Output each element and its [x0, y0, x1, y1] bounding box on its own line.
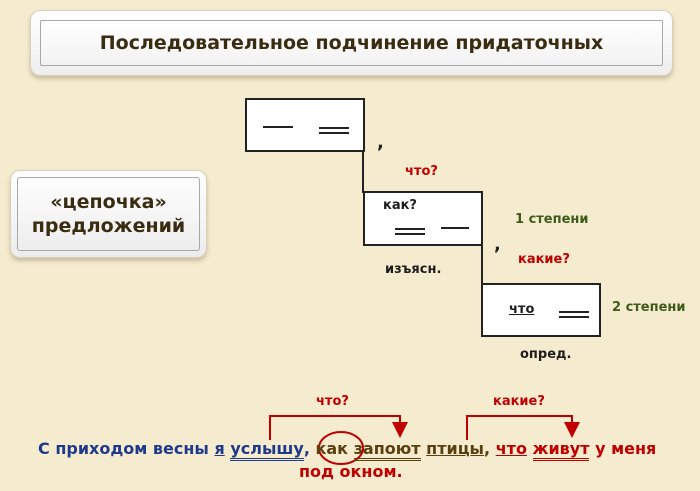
sentence-question-what: что?: [316, 394, 349, 409]
comma-2: ,: [494, 234, 501, 255]
chain-label-box: «цепочка» предложений: [10, 170, 207, 258]
conjunction-chto: что: [509, 302, 535, 317]
question-which: какие?: [518, 252, 570, 267]
main-clause-box: [245, 98, 365, 152]
word-zhivut: живут: [532, 439, 590, 461]
word-chto: что: [495, 439, 527, 458]
arc-which: [466, 415, 580, 440]
conjunction-circle: [318, 431, 364, 465]
arc-what: [269, 415, 408, 440]
subject-predicate-marks: [263, 126, 349, 134]
clause3-marks: [559, 311, 589, 318]
word-kak: как: [315, 439, 349, 458]
degree-2-label: 2 степени: [612, 300, 686, 315]
chain-label-line2: предложений: [31, 215, 186, 237]
title-banner: Последовательное подчинение придаточных: [30, 10, 673, 76]
clause-type-attributive: опред.: [520, 347, 572, 362]
degree-1-label: 1 степени: [515, 212, 589, 227]
title-frame: Последовательное подчинение придаточных: [40, 20, 663, 66]
example-sentence-line2: под окном.: [299, 462, 403, 481]
chain-label-line1: «цепочка»: [50, 191, 167, 213]
word-zapoyut: запоют: [353, 439, 421, 461]
chain-label-frame: «цепочка» предложений: [17, 177, 200, 251]
word-ya: я: [214, 439, 225, 458]
clause2-marks: [395, 227, 469, 235]
page-title: Последовательное подчинение придаточных: [99, 32, 604, 54]
question-what: что?: [405, 164, 438, 179]
example-sentence-line1: С приходом весны я услышу, как запоют пт…: [38, 439, 657, 461]
comma-a: ,: [303, 439, 310, 458]
clause-degree2-box: что: [481, 283, 601, 337]
conjunction-kak: как?: [383, 198, 417, 213]
comma-b: ,: [484, 439, 491, 458]
comma-1: ,: [377, 132, 384, 153]
word-uslyshu: услышу: [230, 439, 304, 461]
sentence-part-2: у меня: [595, 439, 657, 458]
sentence-part-1: С приходом весны: [38, 439, 209, 458]
clause-type-explanatory: изъясн.: [385, 262, 442, 277]
word-ptitsy: птицы: [426, 439, 485, 458]
sentence-question-which: какие?: [493, 394, 545, 409]
clause-degree1-box: как?: [363, 191, 483, 246]
